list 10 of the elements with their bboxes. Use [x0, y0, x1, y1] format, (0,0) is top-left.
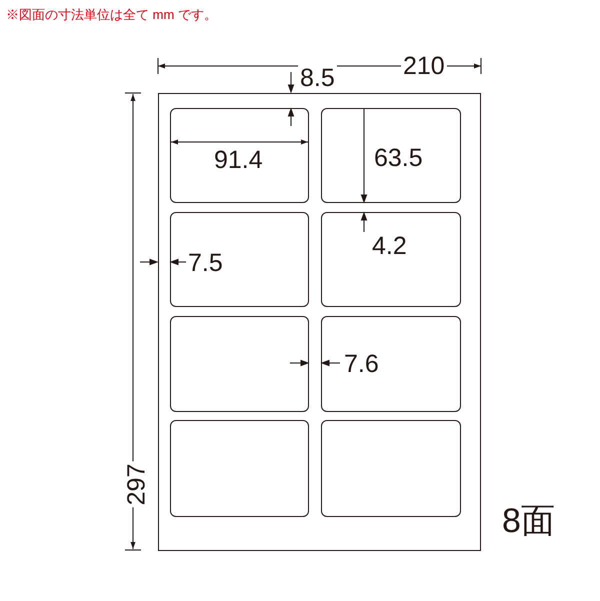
- label-area: [170, 108, 309, 203]
- sheet-outline: [158, 93, 481, 551]
- label-area: [321, 108, 461, 203]
- label-area: [170, 420, 309, 517]
- label-area: [321, 420, 461, 517]
- note-text: ※図面の寸法単位は全て mm です。: [6, 6, 217, 24]
- label-area: [321, 316, 461, 412]
- label-area: [170, 212, 309, 307]
- label-area: [170, 316, 309, 412]
- label-area: [321, 212, 461, 307]
